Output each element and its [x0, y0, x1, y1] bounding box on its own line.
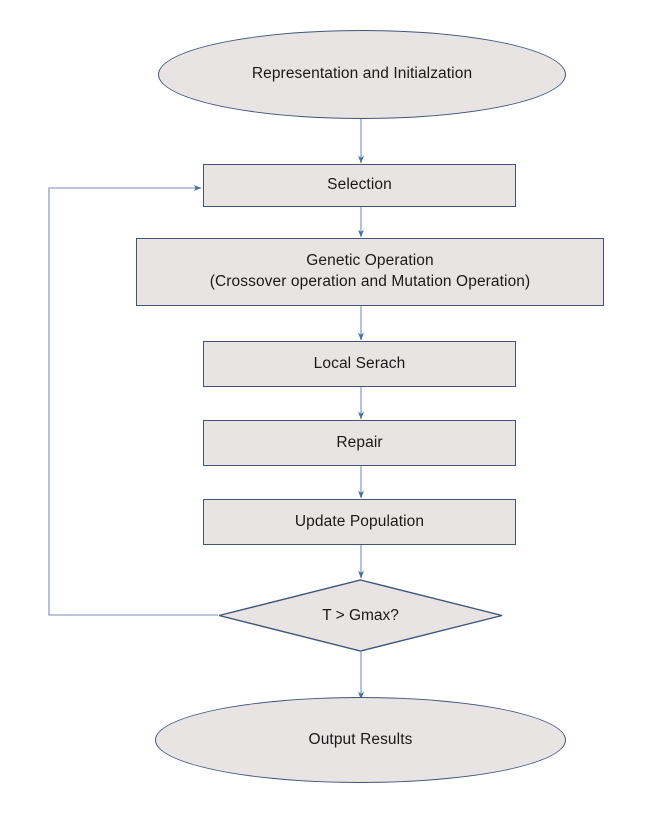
- node-output-results[interactable]: Output Results: [155, 697, 566, 783]
- node-label: Repair: [336, 433, 383, 451]
- node-representation-and-initialization[interactable]: Representation and Initialzation: [158, 30, 566, 119]
- node-label: Genetic Operation (Crossover operation a…: [209, 252, 531, 290]
- node-update-population[interactable]: Update Population: [203, 499, 516, 545]
- node-decision-t-greater-than-gmax[interactable]: T > Gmax?: [218, 579, 503, 652]
- node-repair[interactable]: Repair: [203, 420, 516, 466]
- node-genetic-operation[interactable]: Genetic Operation (Crossover operation a…: [136, 238, 604, 306]
- node-label: Local Serach: [313, 354, 406, 372]
- node-label: Output Results: [308, 730, 413, 748]
- node-label: T > Gmax?: [322, 606, 399, 624]
- node-label: Representation and Initialzation: [251, 65, 473, 83]
- node-selection[interactable]: Selection: [203, 164, 516, 207]
- node-local-search[interactable]: Local Serach: [203, 341, 516, 387]
- node-label: Update Population: [294, 512, 425, 530]
- diamond-shape: [218, 579, 503, 652]
- node-label: Selection: [327, 176, 392, 194]
